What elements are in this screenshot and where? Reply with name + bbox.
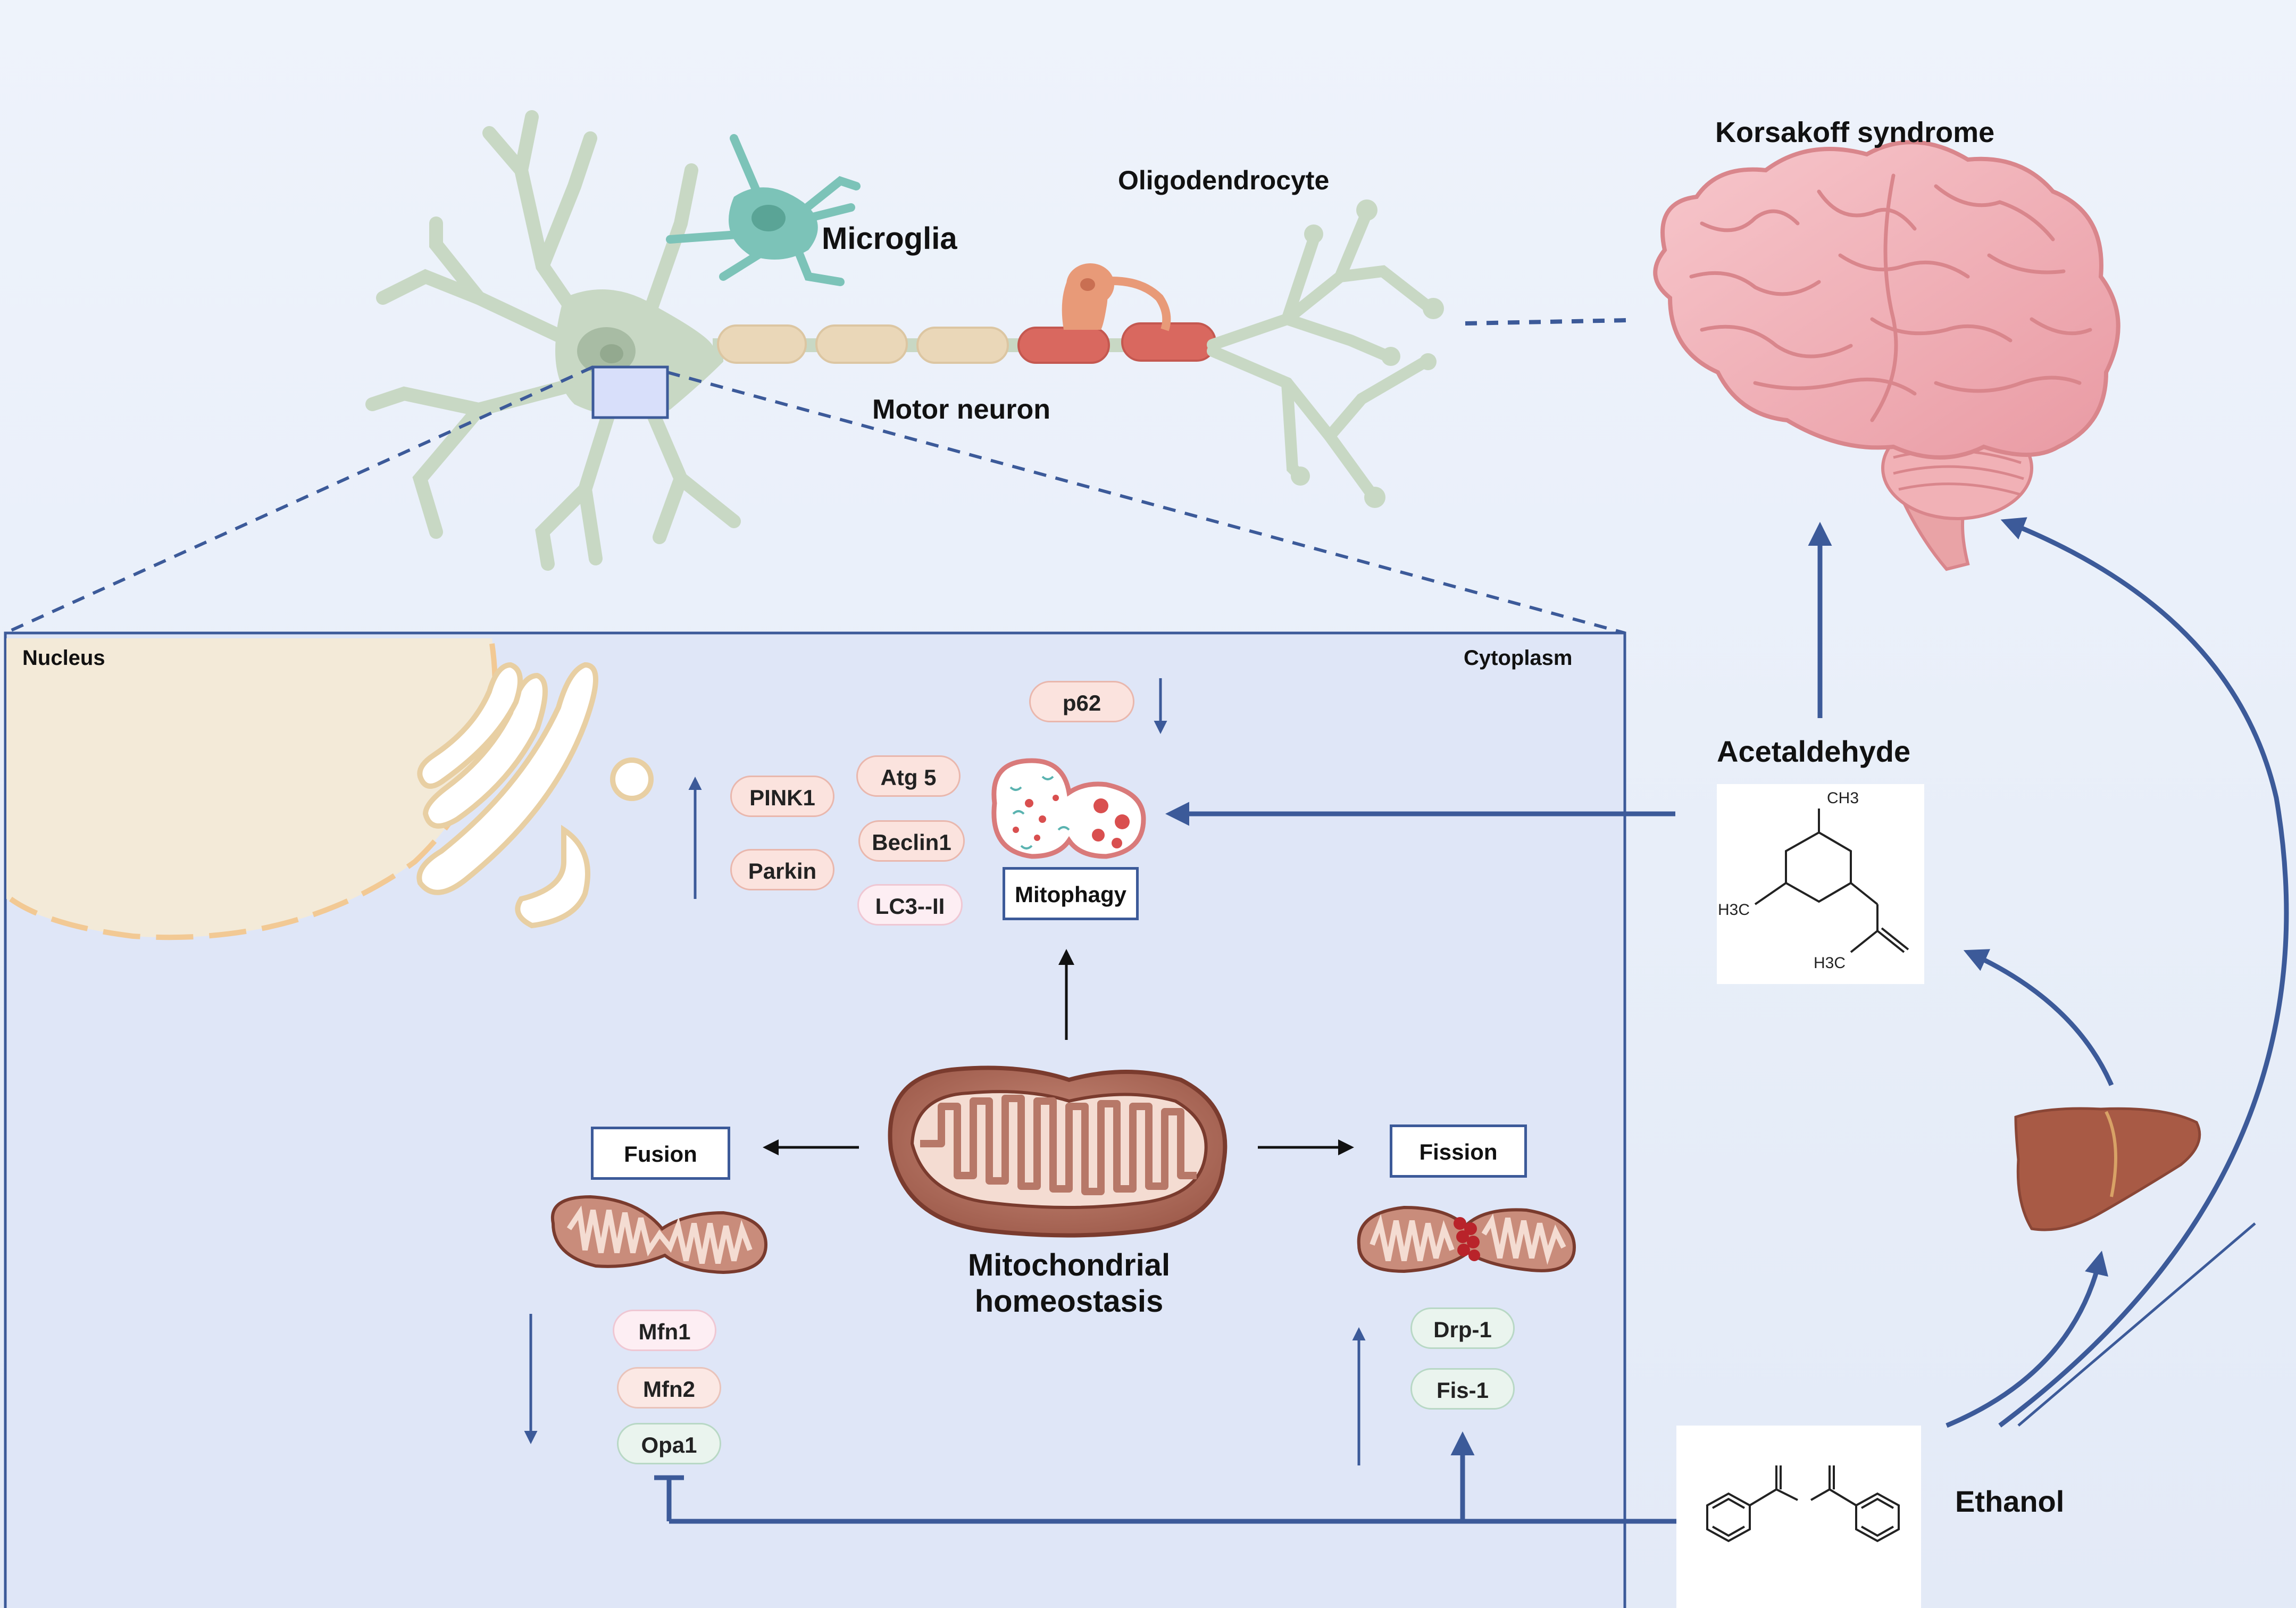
pill-mfn1: Mfn1 [613, 1310, 716, 1351]
brain-illustration [1653, 140, 2120, 571]
black-arrows [763, 949, 1354, 1155]
pill-drp1: Drp-1 [1410, 1307, 1515, 1349]
chem-h3c-left: H3C [1718, 901, 1750, 919]
label-mitochondrial-homeostasis: Mitochondrial homeostasis [931, 1247, 1207, 1320]
mitochondrion-center [888, 1065, 1228, 1238]
zoom-dashed-lines [4, 365, 1625, 635]
label-acetaldehyde: Acetaldehyde [1717, 735, 1911, 768]
pill-pink1: PINK1 [730, 776, 834, 817]
label-korsakoff-syndrome: Korsakoff syndrome [1715, 116, 1995, 148]
mito-label-line2: homeostasis [974, 1284, 1164, 1319]
mitophagy-illustration [991, 758, 1146, 859]
fusion-box: Fusion [591, 1127, 730, 1180]
blue-arrows [654, 517, 2289, 1524]
mitochondrion-fission [1357, 1205, 1576, 1273]
ethanol-structure-box [1676, 1426, 1921, 1608]
thin-blue-arrows [524, 678, 2256, 1465]
label-ethanol: Ethanol [1955, 1485, 2065, 1518]
pill-fis1: Fis-1 [1410, 1368, 1515, 1410]
label-microglia: Microglia [822, 221, 957, 256]
pill-opa1: Opa1 [617, 1423, 721, 1464]
acetaldehyde-structure-box [1717, 784, 1924, 984]
pill-mfn2: Mfn2 [617, 1367, 721, 1409]
pill-atg5: Atg 5 [856, 755, 961, 797]
mitochondrion-fusion [550, 1195, 768, 1274]
ethanol-structure [1706, 1465, 1900, 1543]
mito-label-line1: Mitochondrial [967, 1248, 1171, 1282]
label-oligodendrocyte: Oligodendrocyte [1118, 165, 1330, 195]
fission-box: Fission [1390, 1124, 1527, 1178]
pill-parkin: Parkin [730, 849, 834, 890]
chem-h3c-bottom: H3C [1814, 954, 1846, 972]
acetaldehyde-structure [1754, 809, 1909, 953]
label-motor-neuron: Motor neuron [872, 394, 1051, 425]
chem-ch3: CH3 [1827, 789, 1859, 807]
label-nucleus: Nucleus [22, 646, 105, 670]
motor-neuron-illustration [365, 110, 1444, 571]
mitophagy-box: Mitophagy [1003, 867, 1139, 920]
label-cytoplasm: Cytoplasm [1464, 646, 1573, 670]
pill-p62: p62 [1029, 681, 1134, 722]
golgi-illustration [416, 662, 654, 929]
pill-lc3-ii: LC3--II [857, 884, 963, 926]
liver-illustration [2014, 1107, 2201, 1231]
pill-beclin1: Beclin1 [858, 820, 965, 862]
brain-dashed-line [1465, 318, 1628, 326]
microglia-illustration [666, 134, 861, 286]
